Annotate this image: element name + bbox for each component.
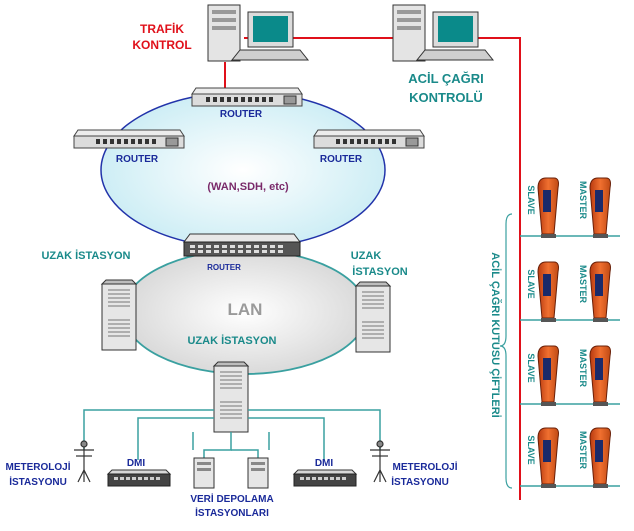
traffic-control-label-line1: TRAFİK <box>140 21 184 36</box>
met-left-label-line1: METEROLOJİ <box>5 460 70 473</box>
router-lan-label: ROUTER <box>207 263 241 272</box>
emergency-control-computer-icon <box>392 4 495 62</box>
slave-label: SLAVE <box>526 185 536 214</box>
dmi-left-label: DMI <box>127 458 146 469</box>
router-left-icon <box>73 129 185 149</box>
server-right-icon <box>354 281 392 353</box>
weather-station-left-icon <box>74 440 94 483</box>
emergency-box-rows: SLAVE MASTER SLAVE MASTER SLAVE MASTER SLAVE MA… <box>520 177 620 488</box>
emergency-box-slave-icon <box>537 261 559 322</box>
box-pairs-label: ACİL ÇAĞRI KUTUSU ÇİFTLERİ <box>489 252 502 417</box>
met-right-label-line1: METEROLOJİ <box>392 460 457 473</box>
remote-center-label: UZAK İSTASYON <box>187 334 276 347</box>
emergency-box-slave-icon <box>537 427 559 488</box>
remote-left-label: UZAK İSTASYON <box>41 249 130 262</box>
router-right-icon <box>313 129 425 149</box>
emergency-box-slave-icon <box>537 345 559 406</box>
met-left-label-line2: İSTASYONU <box>9 475 67 488</box>
storage-label-line2: İSTASYONLARI <box>195 506 269 519</box>
storage-left-icon <box>193 457 215 489</box>
slave-label: SLAVE <box>526 435 536 464</box>
dmi-left-icon <box>106 469 172 487</box>
dmi-right-label: DMI <box>315 458 334 469</box>
server-center-icon <box>212 361 250 433</box>
met-right-label-line2: İSTASYONU <box>391 475 449 488</box>
slave-label: SLAVE <box>526 269 536 298</box>
emergency-box-slave-icon <box>537 177 559 238</box>
emergency-box-master-icon <box>589 345 611 406</box>
router-top-icon <box>191 87 303 107</box>
traffic-control-label-line2: KONTROL <box>132 38 191 52</box>
router-left-label: ROUTER <box>116 154 159 165</box>
router-right-label: ROUTER <box>320 154 363 165</box>
lan-label: LAN <box>228 300 263 319</box>
router-lan-icon <box>183 233 301 257</box>
storage-label-line1: VERİ DEPOLAMA <box>190 492 273 505</box>
master-label: MASTER <box>578 349 588 388</box>
box-pairs-bracket <box>499 213 513 489</box>
emergency-box-pair: SLAVE MASTER <box>520 345 620 406</box>
master-label: MASTER <box>578 265 588 304</box>
master-label: MASTER <box>578 181 588 220</box>
dmi-right-icon <box>292 469 358 487</box>
emergency-control-label-line2: KONTROLÜ <box>409 90 483 105</box>
emergency-control-label-line1: ACİL ÇAĞRI <box>408 71 484 86</box>
router-top-label: ROUTER <box>220 109 263 120</box>
emergency-box-master-icon <box>589 427 611 488</box>
remote-right-label-line2: İSTASYON <box>352 265 407 278</box>
emergency-box-pair: SLAVE MASTER <box>520 177 620 238</box>
storage-right-icon <box>247 457 269 489</box>
wan-label: (WAN,SDH, etc) <box>207 181 289 193</box>
slave-label: SLAVE <box>526 353 536 382</box>
emergency-box-master-icon <box>589 177 611 238</box>
server-left-icon <box>100 279 138 351</box>
traffic-control-computer-icon <box>207 4 310 62</box>
remote-right-label-line1: UZAK <box>351 250 382 262</box>
emergency-box-pair: SLAVE MASTER <box>520 261 620 322</box>
master-label: MASTER <box>578 431 588 470</box>
emergency-box-master-icon <box>589 261 611 322</box>
weather-station-right-icon <box>370 440 390 483</box>
emergency-box-pair: SLAVE MASTER <box>520 427 620 488</box>
